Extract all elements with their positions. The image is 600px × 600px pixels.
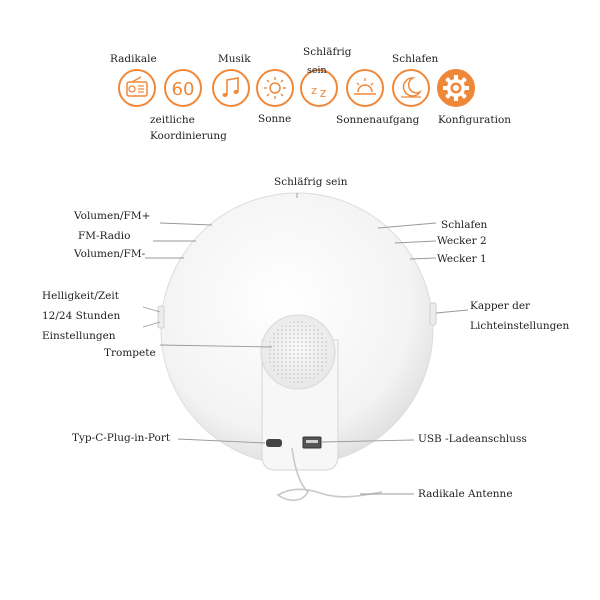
moon-icon xyxy=(391,68,431,108)
callout-left-0: Volumen/FM+ xyxy=(74,210,151,222)
icon-label-sleep-line1: Schläfrig xyxy=(303,46,352,58)
gear-icon xyxy=(436,68,476,108)
radio-icon xyxy=(117,68,157,108)
callout-right-2: Wecker 1 xyxy=(437,253,487,265)
side-button-right[interactable] xyxy=(429,302,437,326)
svg-text:z: z xyxy=(320,86,326,100)
svg-text:60: 60 xyxy=(172,79,195,100)
side-button-left[interactable] xyxy=(157,305,165,329)
sunrise-icon xyxy=(345,68,385,108)
callout-right-4: Lichteinstellungen xyxy=(470,320,570,332)
icon-label-gear: Konfiguration xyxy=(438,114,512,126)
svg-text:z: z xyxy=(311,84,317,97)
icon-label-sleep-line2: sein xyxy=(307,65,327,76)
callout-left-3: Helligkeit/Zeit xyxy=(42,290,119,302)
music-icon xyxy=(211,68,251,108)
speaker-grille xyxy=(267,321,329,383)
callout-left-1: FM-Radio xyxy=(78,230,131,242)
type-c-port[interactable] xyxy=(266,439,282,447)
antenna-wire xyxy=(276,447,383,502)
sleep-icon: z z xyxy=(299,68,339,108)
callout-left-5: Einstellungen xyxy=(42,330,116,342)
callout-right-6: Radikale Antenne xyxy=(418,488,513,500)
icon-label-radio: Radikale xyxy=(110,53,157,65)
callout-right-0: Schlafen xyxy=(441,219,488,231)
callout-top: Schläfrig sein xyxy=(274,176,348,188)
leader-lines xyxy=(142,193,469,495)
sun-icon xyxy=(255,68,295,108)
icon-label-moon: Schlafen xyxy=(392,53,439,65)
callout-left-7: Typ-C-Plug-in-Port xyxy=(72,432,171,444)
icon-label-sunrise: Sonnenaufgang xyxy=(336,114,420,126)
callout-left-6: Trompete xyxy=(104,347,156,359)
callout-left-4: 12/24 Stunden xyxy=(42,310,121,322)
icon-label-music: Musik xyxy=(218,53,251,65)
icon-label-timer-line1: zeitliche xyxy=(150,114,195,126)
callout-right-1: Wecker 2 xyxy=(437,235,487,247)
sixty-icon: 60 xyxy=(163,68,203,108)
callout-left-2: Volumen/FM- xyxy=(74,248,146,260)
callout-right-3: Kapper der xyxy=(470,300,531,312)
icon-label-sun: Sonne xyxy=(258,113,292,125)
callout-right-5: USB -Ladeanschluss xyxy=(418,433,527,445)
icon-label-timer-line2: Koordinierung xyxy=(150,130,227,142)
